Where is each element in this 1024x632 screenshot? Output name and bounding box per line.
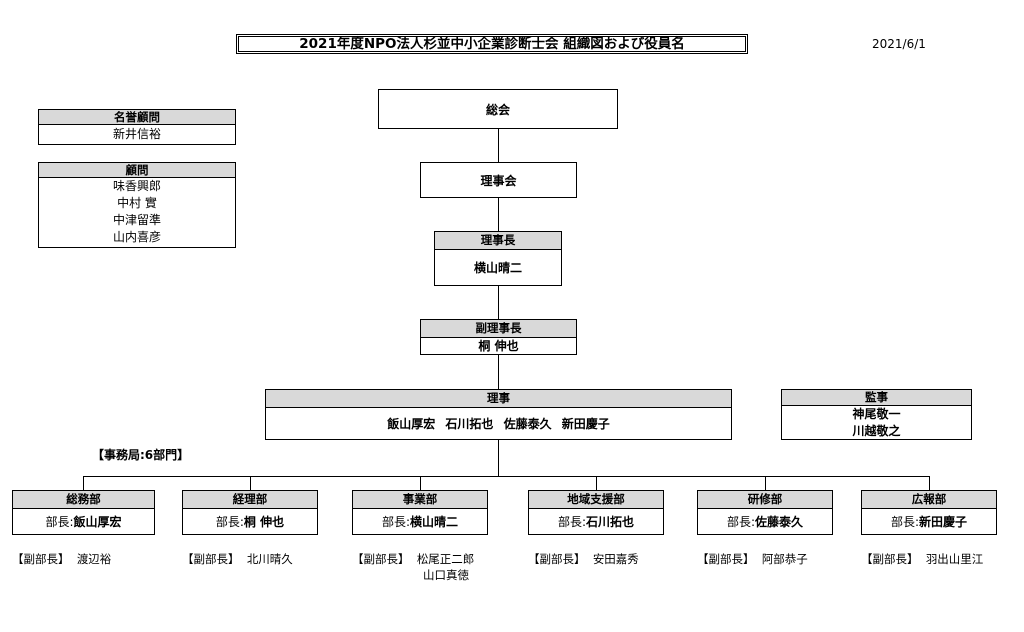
department-box-regional-support: 地域支援部 部長:石川拓也 [528, 490, 664, 535]
chart-title: 2021年度NPO法人杉並中小企業診断士会 組織図および役員名 [236, 34, 748, 54]
department-box-business: 事業部 部長:横山晴二 [352, 490, 488, 535]
honorary-advisor-box: 名誉顧問 新井信裕 [38, 109, 236, 145]
chairman-box: 理事長 横山晴二 [434, 231, 562, 286]
honorary-advisor-name: 新井信裕 [112, 127, 161, 141]
auditors-box: 監事 神尾敬一 川越敬之 [781, 389, 972, 440]
vice-chairman-box: 副理事長 桐 伸也 [420, 319, 577, 355]
department-head: 部長:桐 伸也 [183, 509, 317, 535]
auditor-name: 神尾敬一 [852, 407, 901, 421]
department-head-name: 佐藤泰久 [755, 515, 804, 529]
deputy-name: 阿部恭子 [761, 552, 808, 566]
deputy-label: 【副部長】 [528, 552, 586, 566]
deputy-label: 【副部長】 [12, 552, 70, 566]
department-name: 事業部 [353, 491, 487, 509]
general-meeting-label: 総会 [485, 102, 510, 117]
department-name: 広報部 [862, 491, 996, 509]
department-head: 部長:佐藤泰久 [698, 509, 832, 535]
department-head-label: 部長: [557, 515, 587, 529]
department-drop-line [596, 476, 597, 490]
department-name: 研修部 [698, 491, 832, 509]
deputy-entry: 【副部長】 安田嘉秀 [528, 551, 639, 567]
department-head-name: 新田慶子 [919, 515, 968, 529]
department-head: 部長:新田慶子 [862, 509, 996, 535]
deputy-label: 【副部長】 [697, 552, 755, 566]
deputy-name: 安田嘉秀 [592, 552, 639, 566]
department-head-label: 部長: [890, 515, 920, 529]
advisor-name: 中津留準 [112, 213, 161, 227]
directors-names: 飯山厚宏 石川拓也 佐藤泰久 新田慶子 [387, 417, 610, 431]
chairman-label: 理事長 [435, 232, 561, 250]
department-name: 経理部 [183, 491, 317, 509]
honorary-advisor-label: 名誉顧問 [39, 110, 235, 125]
deputy-entry: 【副部長】 渡辺裕 [12, 551, 111, 567]
department-head-label: 部長: [45, 515, 74, 529]
deputy-entry: 【副部長】 阿部恭子 [697, 551, 808, 567]
advisors-box: 顧問 味香興郎 中村 實 中津留準 山内喜彦 [38, 162, 236, 248]
deputy-name: 北川晴久 [246, 552, 293, 566]
department-name: 地域支援部 [529, 491, 663, 509]
department-box-public-relations: 広報部 部長:新田慶子 [861, 490, 997, 535]
department-head-name: 桐 伸也 [243, 515, 285, 529]
board-label: 理事会 [480, 173, 517, 188]
department-drop-line [765, 476, 766, 490]
department-box-training: 研修部 部長:佐藤泰久 [697, 490, 833, 535]
department-head-name: 横山晴二 [410, 515, 459, 529]
deputy-entry: 【副部長】 北川晴久 [182, 551, 293, 567]
department-drop-line [929, 476, 930, 490]
directors-box: 理事 飯山厚宏 石川拓也 佐藤泰久 新田慶子 [265, 389, 732, 440]
department-drop-line [420, 476, 421, 490]
general-meeting-box: 総会 [378, 89, 618, 129]
department-head: 部長:横山晴二 [353, 509, 487, 535]
deputy-entry: 【副部長】 松尾正二郎 [352, 551, 474, 567]
deputy-label: 【副部長】 [861, 552, 919, 566]
chairman-name: 横山晴二 [473, 261, 522, 275]
deputy-name: 渡辺裕 [76, 552, 112, 566]
board-box: 理事会 [420, 162, 577, 198]
advisors-label: 顧問 [39, 163, 235, 178]
vice-chairman-label: 副理事長 [421, 320, 576, 338]
deputy-name-2: 山口真徳 [423, 568, 469, 582]
department-box-accounting: 経理部 部長:桐 伸也 [182, 490, 318, 535]
vice-chairman-name: 桐 伸也 [478, 339, 519, 353]
department-head-name: 飯山厚宏 [73, 515, 122, 529]
deputy-label: 【副部長】 [352, 552, 410, 566]
advisor-name: 味香興郎 [112, 179, 161, 193]
auditor-name: 川越敬之 [852, 424, 901, 438]
department-head-label: 部長: [215, 515, 244, 529]
department-head-label: 部長: [726, 515, 756, 529]
deputy-name: 松尾正二郎 [416, 552, 475, 566]
deputy-entry: 【副部長】 羽出山里江 [861, 551, 983, 567]
department-head-label: 部長: [381, 515, 411, 529]
advisor-name: 山内喜彦 [112, 230, 161, 244]
department-box-general-affairs: 総務部 部長:飯山厚宏 [12, 490, 155, 535]
chart-date: 2021/6/1 [872, 37, 926, 51]
department-head: 部長:石川拓也 [529, 509, 663, 535]
main-connector [498, 128, 499, 476]
department-name: 総務部 [13, 491, 154, 509]
advisor-name: 中村 實 [117, 196, 157, 210]
deputy-name: 羽出山里江 [925, 552, 984, 566]
department-head: 部長:飯山厚宏 [13, 509, 154, 535]
department-connector [83, 476, 930, 477]
deputy-label: 【副部長】 [182, 552, 240, 566]
department-drop-line [250, 476, 251, 490]
department-head-name: 石川拓也 [586, 515, 635, 529]
directors-label: 理事 [266, 390, 731, 408]
secretariat-label: 【事務局:6部門】 [92, 448, 190, 462]
department-drop-line [83, 476, 84, 490]
auditors-label: 監事 [782, 390, 971, 406]
